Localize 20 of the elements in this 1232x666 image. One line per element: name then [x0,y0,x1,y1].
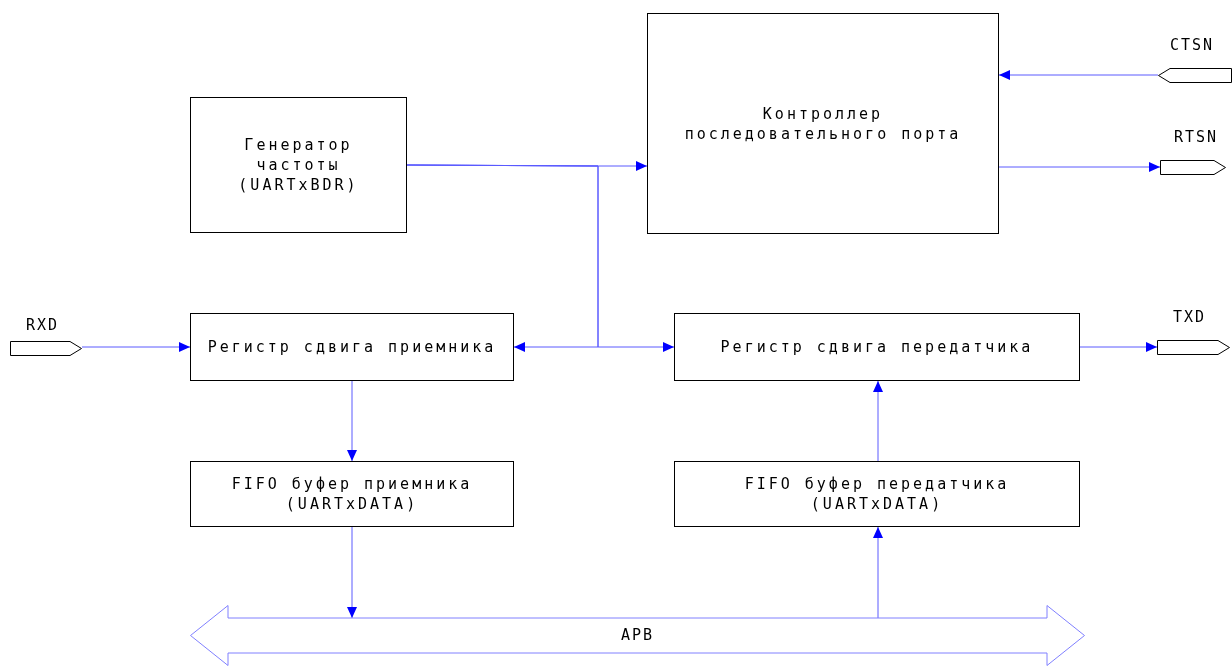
arrow [873,526,883,619]
pin-label: TXD [1173,308,1207,326]
pin-label: RTSN [1174,128,1219,146]
arrow [347,526,357,619]
pin-label: CTSN [1170,36,1215,54]
block-box: Регистр сдвига передатчика [674,313,1080,381]
block-box: Регистр сдвига приемника [190,313,514,381]
arrow [1079,342,1158,352]
arrow [347,380,357,462]
block-box: Генератор частоты (UARTxBDR) [190,97,407,233]
arrow [873,380,883,462]
arrow [406,164,675,352]
block-box: FIFO буфер приемника (UARTxDATA) [190,461,514,527]
arrow [998,162,1161,172]
block-box: Контроллер последовательного порта [647,13,999,234]
arrow [998,70,1159,80]
arrow [81,342,191,352]
block-box: FIFO буфер передатчика (UARTxDATA) [674,461,1080,527]
bus-label: APB [619,625,656,644]
pin-label: RXD [26,316,60,334]
